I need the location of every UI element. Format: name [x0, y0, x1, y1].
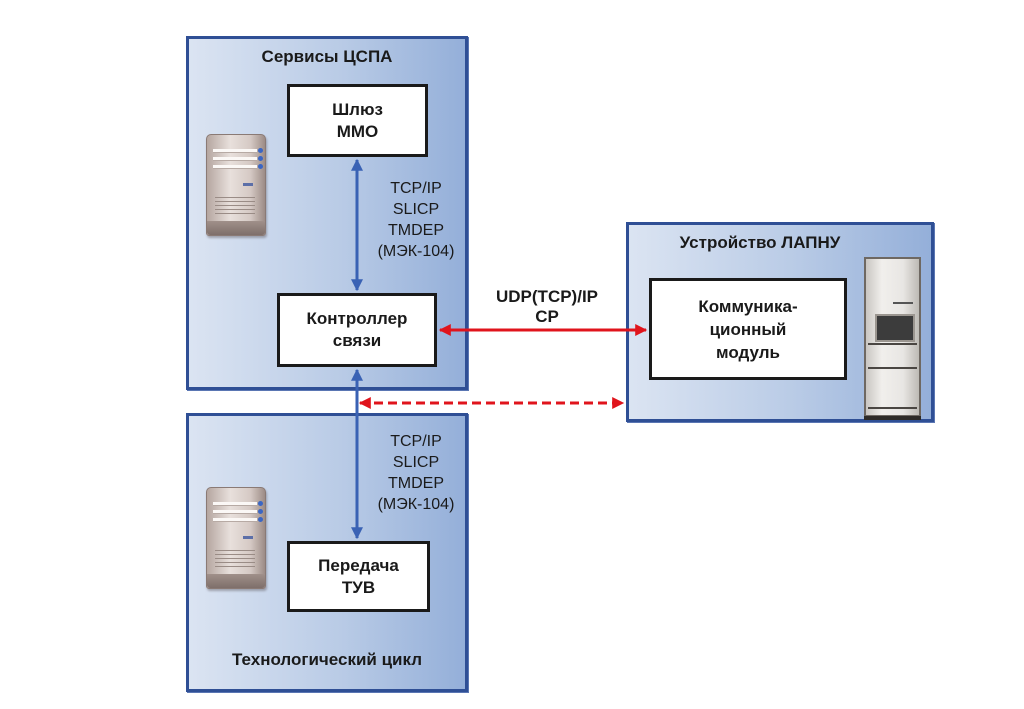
- group-title-lapnu: Устройство ЛАПНУ: [679, 233, 841, 252]
- server-icon: [206, 134, 266, 236]
- node-communication-module: Коммуника- ционный модуль: [649, 278, 847, 380]
- link-label-controller-transfer: TCP/IP SLICP TMDEP (МЭК-104): [377, 433, 455, 513]
- group-title-tech-cycle: Технологический цикл: [231, 650, 423, 669]
- equipment-rack-icon: [864, 257, 921, 420]
- node-communication-controller: Контроллер связи: [277, 293, 437, 367]
- server-icon: [206, 487, 266, 589]
- link-label-gateway-controller: TCP/IP SLICP TMDEP (МЭК-104): [377, 180, 455, 260]
- node-tuv-transfer: Передача ТУВ: [287, 541, 430, 612]
- node-gateway-mmo: Шлюз ММО: [287, 84, 428, 157]
- link-label-controller-comm: UDP(TCP)/IP CP: [496, 287, 598, 326]
- group-title-services: Сервисы ЦСПА: [261, 47, 393, 66]
